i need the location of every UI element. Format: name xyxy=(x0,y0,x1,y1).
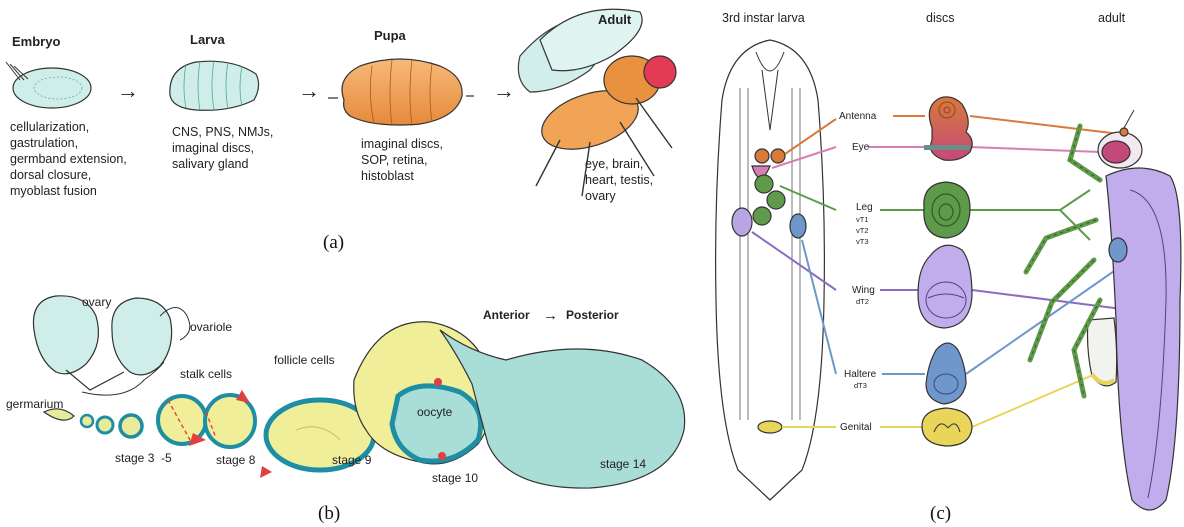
svg-text:ovary: ovary xyxy=(585,189,616,203)
label-stage-8: stage 8 xyxy=(216,453,256,467)
label-stage-5: -5 xyxy=(161,451,172,465)
column-title-discs: discs xyxy=(926,11,954,25)
disc-label-leg: Leg xyxy=(856,202,873,213)
svg-text:germband extension,: germband extension, xyxy=(10,152,127,166)
disc-label-eye: Eye xyxy=(852,142,870,153)
svg-text:dorsal closure,: dorsal closure, xyxy=(10,168,91,182)
axis-arrow: → xyxy=(543,307,558,324)
disc-sub-vt2: vT2 xyxy=(856,226,869,235)
label-oocyte: oocyte xyxy=(417,405,453,419)
label-follicle-cells: follicle cells xyxy=(274,353,335,367)
embryo-illustration xyxy=(6,62,91,108)
column-title-larva: 3rd instar larva xyxy=(722,11,805,25)
label-ovariole: ovariole xyxy=(190,320,232,334)
stage-title-embryo: Embryo xyxy=(12,34,60,49)
pupa-description: imaginal discs, SOP, retina, histoblast xyxy=(361,137,443,183)
panel-label-a: (a) xyxy=(323,232,344,253)
axis-posterior: Posterior xyxy=(566,308,619,322)
panel-c: 3rd instar larva discs adult xyxy=(716,11,1181,524)
svg-text:imaginal discs,: imaginal discs, xyxy=(361,137,443,151)
svg-text:CNS, PNS, NMJs,: CNS, PNS, NMJs, xyxy=(172,125,273,139)
svg-text:myoblast fusion: myoblast fusion xyxy=(10,184,97,198)
haltere-disc xyxy=(926,343,966,404)
eye-disc-furrow xyxy=(924,145,970,150)
stage-title-adult: Adult xyxy=(598,12,632,27)
panel-label-c: (c) xyxy=(930,503,951,524)
label-stalk-cells: stalk cells xyxy=(180,367,232,381)
svg-text:eye, brain,: eye, brain, xyxy=(585,157,643,171)
label-ovary: ovary xyxy=(82,295,111,309)
larva-description: CNS, PNS, NMJs, imaginal discs, salivary… xyxy=(172,125,273,171)
label-stage-10: stage 10 xyxy=(432,471,478,485)
svg-text:SOP, retina,: SOP, retina, xyxy=(361,153,427,167)
disc-label-genital: Genital xyxy=(840,422,872,433)
disc-sub-dt3: dT3 xyxy=(854,381,867,390)
wing-disc xyxy=(918,245,972,328)
arrow-pupa-adult: → xyxy=(493,78,515,103)
leg-disc xyxy=(924,182,970,238)
pupa-illustration xyxy=(328,59,474,126)
disc-sub-vt3: vT3 xyxy=(856,237,869,246)
arrow-embryo-larva: → xyxy=(117,78,139,103)
arrow-larva-pupa: → xyxy=(298,78,320,103)
stage-title-pupa: Pupa xyxy=(374,28,407,43)
disc-column xyxy=(918,97,972,446)
svg-text:imaginal discs,: imaginal discs, xyxy=(172,141,254,155)
axis-anterior: Anterior xyxy=(483,308,530,322)
disc-label-wing: Wing xyxy=(852,285,875,296)
svg-text:histoblast: histoblast xyxy=(361,169,414,183)
adult-fly-side-view xyxy=(1026,110,1181,510)
svg-text:salivary gland: salivary gland xyxy=(172,157,248,171)
disc-label-antenna: Antenna xyxy=(839,111,877,122)
genital-disc xyxy=(922,408,972,446)
label-germarium: germarium xyxy=(6,397,63,411)
adult-description: eye, brain, heart, testis, ovary xyxy=(585,157,653,203)
antenna-disc xyxy=(929,97,972,160)
stage-title-larva: Larva xyxy=(190,32,225,47)
ovary-illustration xyxy=(33,296,189,395)
embryo-description: cellularization, gastrulation, germband … xyxy=(10,120,127,198)
panel-b: ovary ovariole germarium stalk cells fol… xyxy=(6,295,685,524)
svg-text:cellularization,: cellularization, xyxy=(10,120,89,134)
panel-label-b: (b) xyxy=(318,503,340,524)
disc-sub-dt2: dT2 xyxy=(856,297,869,306)
label-stage-14: stage 14 xyxy=(600,457,646,471)
column-title-adult: adult xyxy=(1098,11,1126,25)
svg-text:gastrulation,: gastrulation, xyxy=(10,136,78,150)
disc-sub-vt1: vT1 xyxy=(856,215,869,224)
label-stage-9: stage 9 xyxy=(332,453,372,467)
larva-illustration xyxy=(170,60,259,110)
svg-text:heart, testis,: heart, testis, xyxy=(585,173,653,187)
disc-label-haltere: Haltere xyxy=(844,369,877,380)
panel-a: Embryo Larva Pupa Adult → → → cellulariz… xyxy=(6,9,676,253)
label-stage-3: stage 3 xyxy=(115,451,155,465)
